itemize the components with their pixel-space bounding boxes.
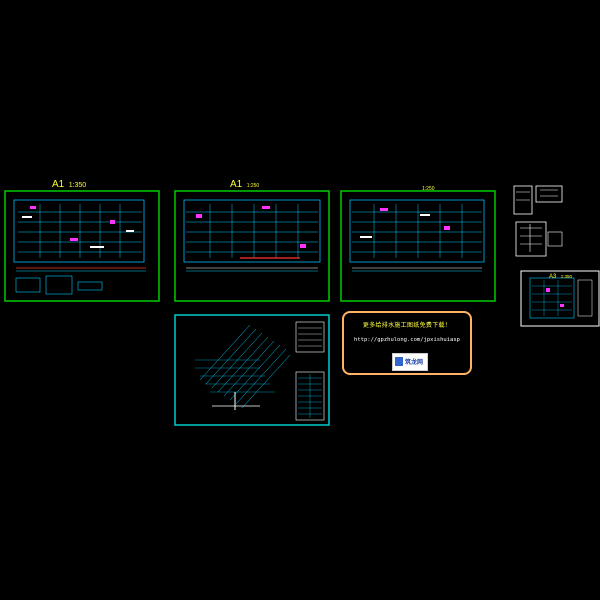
banner-url[interactable]: http://gpzhulong.com/jpxishuiasp (354, 337, 460, 343)
sheet-a3-scale-prefix: A3 (549, 274, 557, 280)
logo-mark (395, 357, 403, 366)
download-banner[interactable]: 更多给排水施工图纸免费下载！ http://gpzhulong.com/jpxi… (342, 311, 472, 375)
sheet-1-scale: 1:350 (68, 182, 87, 189)
sheet-a3[interactable] (520, 270, 600, 327)
sheet-3-scale-label: 1:250 (422, 177, 435, 195)
sheet-2-scale-prefix: A1 (230, 179, 243, 190)
sheet-1[interactable] (4, 190, 160, 302)
sheet-3-scale: 1:250 (422, 186, 435, 192)
sheet-3[interactable] (340, 190, 496, 302)
sheet-1-scale-label: A1 1:350 (52, 174, 86, 192)
sheet-a3-scale-label: A3 1:350 (549, 265, 572, 283)
sheet-system-diagram[interactable] (174, 314, 330, 426)
sheet-2[interactable] (174, 190, 330, 302)
sheet-1-scale-prefix: A1 (52, 179, 65, 190)
sheet-a3-scale: 1:350 (560, 274, 573, 279)
banner-headline: 更多给排水施工图纸免费下载！ (362, 322, 452, 329)
logo-text: 筑龙网 (405, 359, 424, 366)
sheet-2-scale-label: A1 1:250 (230, 174, 259, 192)
detail-sheets[interactable] (513, 185, 563, 257)
sheet-2-scale: 1:250 (246, 183, 260, 189)
logo-icon[interactable]: 筑龙网 (392, 353, 428, 371)
